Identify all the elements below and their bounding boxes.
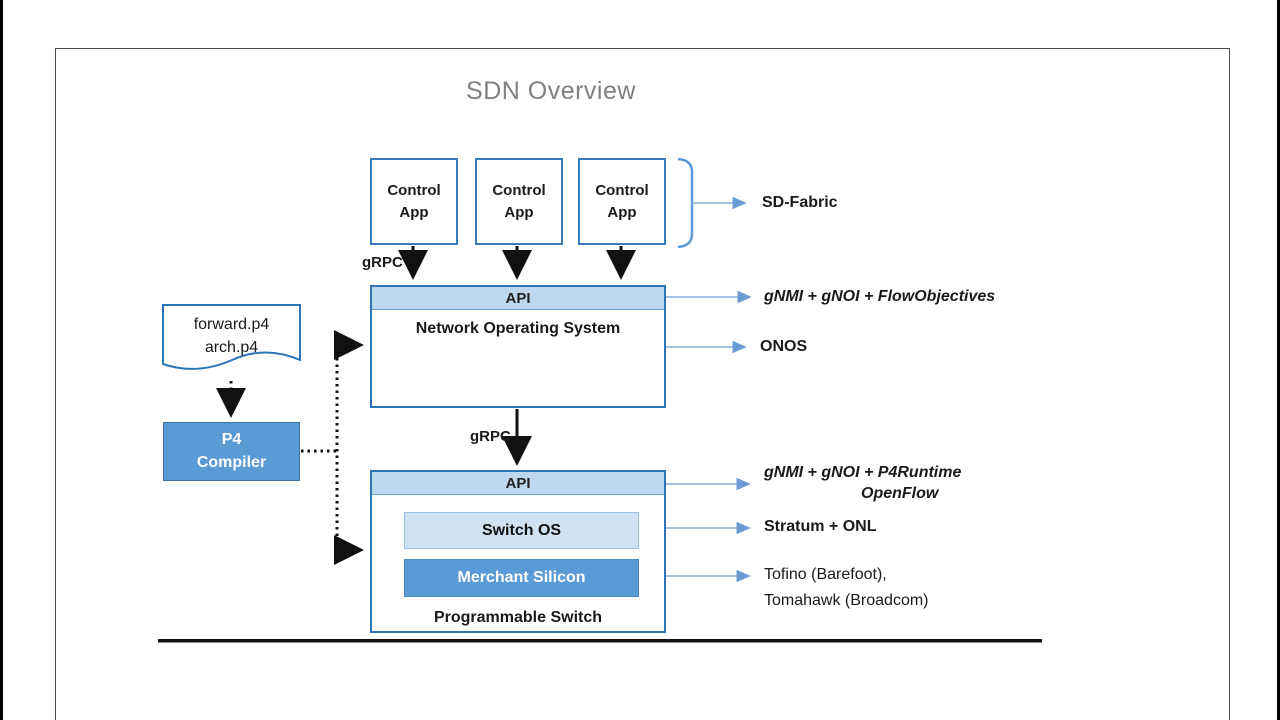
- control-app-label: Control App: [595, 181, 649, 221]
- nos-title: Network Operating System: [415, 320, 621, 337]
- nos-box: API Network Operating System: [370, 285, 666, 408]
- p4-compiler-line1: P4: [221, 431, 242, 449]
- label-onos: ONOS: [760, 338, 808, 355]
- merchant-silicon-box: Merchant Silicon: [404, 559, 639, 597]
- label-nos-api: gNMI + gNOI + FlowObjectives: [764, 288, 996, 305]
- label-switch-api-line2: OpenFlow: [861, 485, 939, 502]
- p4-compiler-line2: Compiler: [196, 453, 267, 471]
- programmable-switch-box: API Switch OS Merchant Silicon Programma…: [370, 470, 666, 633]
- grpc-label-middle: gRPC: [470, 428, 511, 445]
- p4-doc-line2: arch.p4: [204, 339, 259, 357]
- p4-doc-line1: forward.p4: [193, 316, 270, 333]
- p4-compiler-box: P4 Compiler: [163, 422, 300, 481]
- programmable-switch-caption: Programmable Switch: [433, 609, 603, 626]
- p4-document-text: forward.p4 arch.p4: [163, 313, 300, 359]
- label-stratum: Stratum + ONL: [764, 518, 877, 535]
- control-app-box-2: Control App: [475, 158, 563, 245]
- switch-os-label: Switch OS: [481, 521, 562, 539]
- api-label: API: [505, 289, 531, 307]
- switch-os-box: Switch OS: [404, 512, 639, 549]
- switch-api-strip: API: [372, 472, 664, 495]
- screen-edge-right: [1277, 0, 1280, 720]
- control-app-box-3: Control App: [578, 158, 666, 245]
- screen-edge-left: [0, 0, 3, 720]
- control-app-box-1: Control App: [370, 158, 458, 245]
- api-label: API: [505, 474, 531, 492]
- label-switch-api-line1: gNMI + gNOI + P4Runtime: [764, 464, 962, 481]
- label-tomahawk: Tomahawk (Broadcom): [764, 592, 929, 609]
- slide-title: SDN Overview: [466, 77, 636, 105]
- control-app-label: Control App: [387, 181, 441, 221]
- control-app-label: Control App: [492, 181, 546, 221]
- merchant-silicon-label: Merchant Silicon: [457, 569, 586, 586]
- grpc-label-top: gRPC: [362, 254, 403, 271]
- nos-api-strip: API: [372, 287, 664, 310]
- label-tofino: Tofino (Barefoot),: [764, 566, 887, 583]
- label-sd-fabric: SD-Fabric: [762, 194, 838, 211]
